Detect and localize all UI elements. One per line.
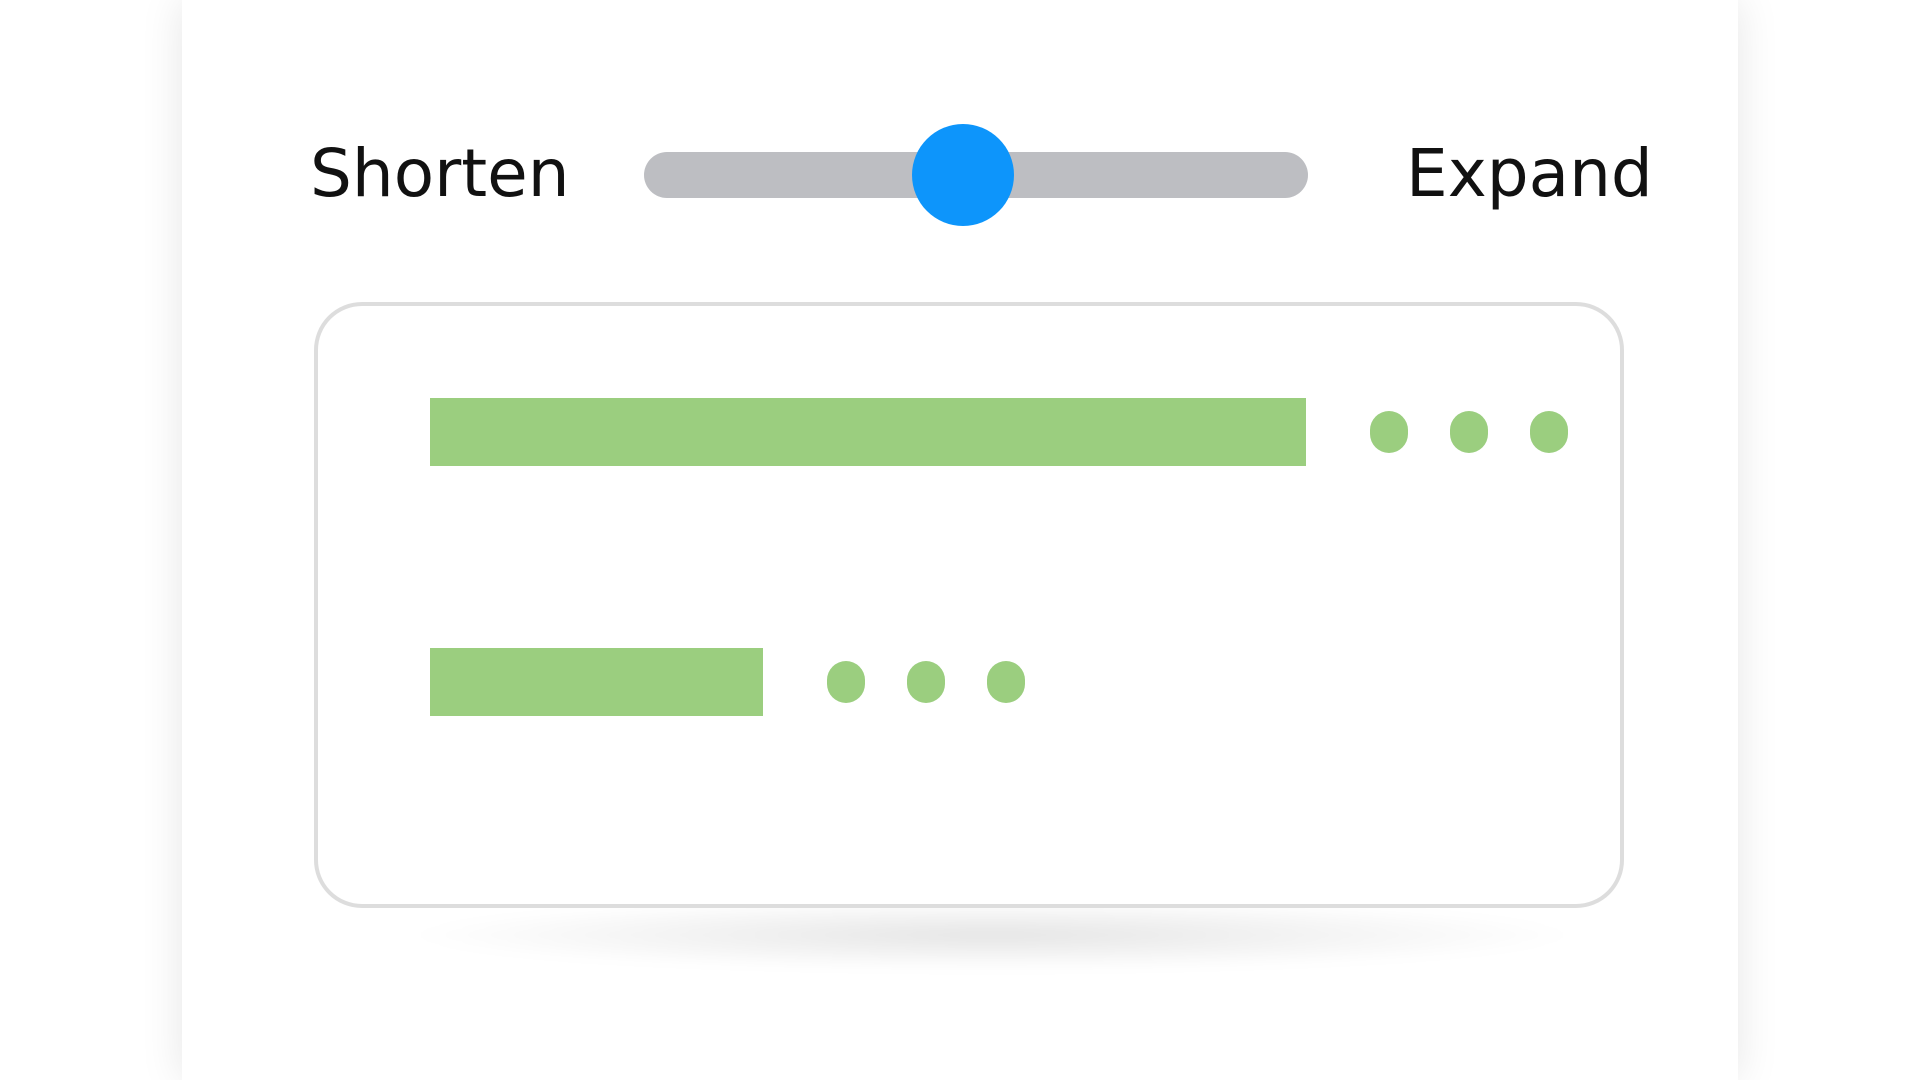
expand-label: Expand (1406, 135, 1653, 212)
text-preview-card (314, 302, 1624, 908)
length-slider[interactable] (644, 120, 1308, 230)
shorten-label: Shorten (310, 135, 570, 212)
slider-thumb[interactable] (911, 124, 1014, 226)
ellipsis-icon (1370, 411, 1568, 453)
text-line-placeholder (430, 648, 763, 716)
ellipsis-dot (987, 661, 1025, 703)
preview-card-shadow (400, 900, 1584, 970)
ellipsis-dot (1370, 411, 1408, 453)
ellipsis-dot (1450, 411, 1488, 453)
ellipsis-dot (1530, 411, 1568, 453)
ellipsis-icon (827, 661, 1025, 703)
length-control-row: Shorten Expand (182, 0, 1738, 300)
length-adjuster-panel: Shorten Expand (182, 0, 1738, 1080)
ellipsis-dot (827, 661, 865, 703)
text-line-placeholder (430, 398, 1306, 466)
ellipsis-dot (907, 661, 945, 703)
